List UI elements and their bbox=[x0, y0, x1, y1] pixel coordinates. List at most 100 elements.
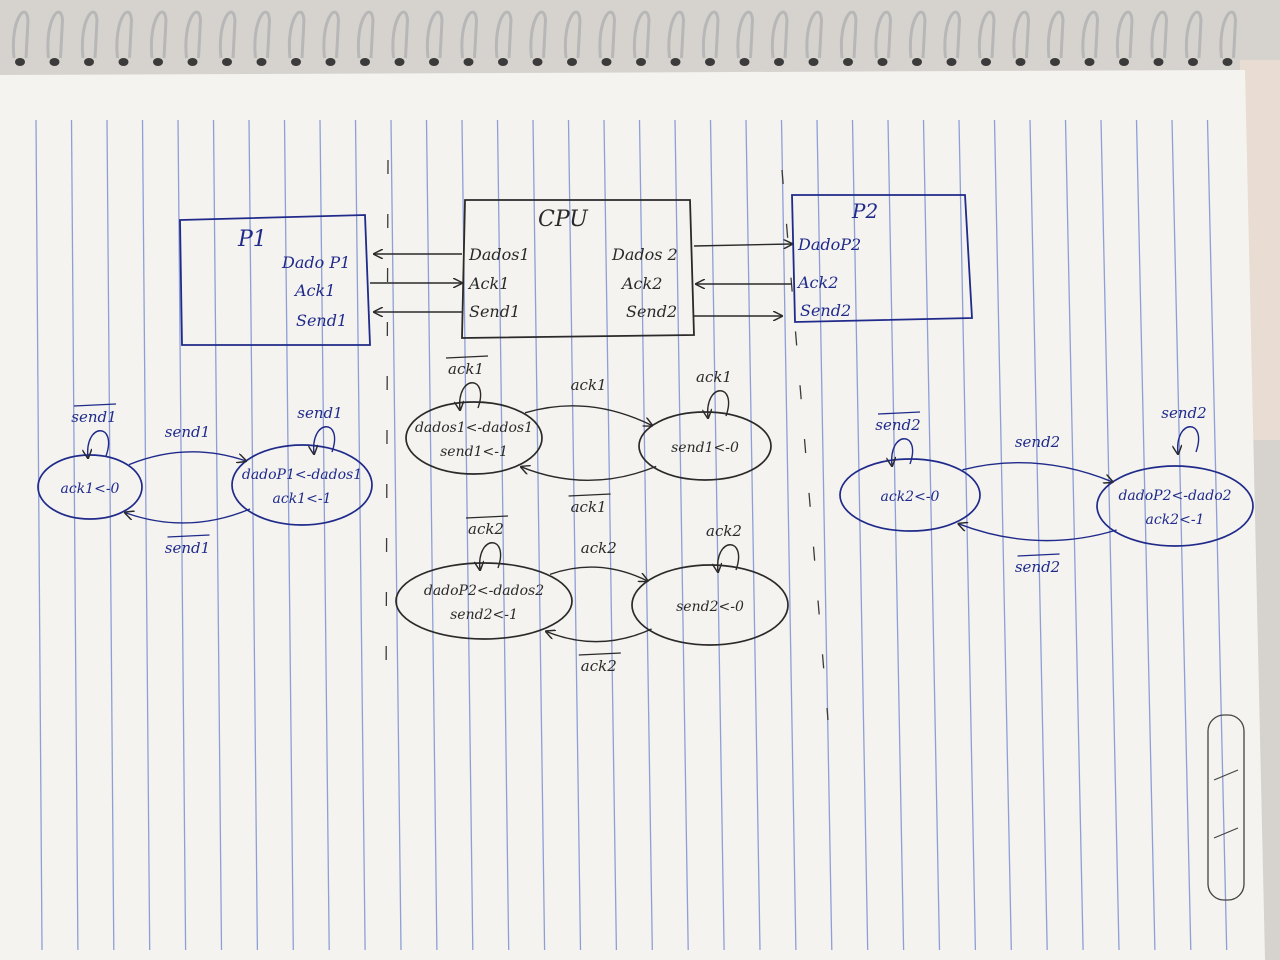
state-node bbox=[631, 564, 789, 646]
transition-label: send1 bbox=[71, 408, 116, 426]
spiral-hole bbox=[877, 58, 888, 66]
rule-line bbox=[354, 119, 366, 951]
transition-forward bbox=[524, 405, 652, 426]
rule-line bbox=[958, 119, 977, 951]
spiral-hole bbox=[256, 58, 267, 66]
spiral-hole bbox=[118, 58, 129, 66]
state-node bbox=[1096, 465, 1254, 547]
state-label: ack2<-0 bbox=[881, 489, 940, 505]
spiral-hole bbox=[808, 58, 819, 66]
cpu-port-send1: Send1 bbox=[469, 302, 520, 321]
rule-line bbox=[177, 119, 187, 951]
transition-forward bbox=[128, 451, 246, 466]
spiral-hole bbox=[463, 58, 474, 66]
spiral-ring bbox=[149, 10, 168, 59]
state-label: send2<-0 bbox=[676, 599, 744, 615]
rule-line bbox=[1100, 119, 1120, 951]
p2-port-dado: DadoP2 bbox=[797, 235, 861, 254]
p1-title: P1 bbox=[237, 227, 267, 252]
spiral-hole bbox=[705, 58, 715, 66]
transition-self-loop bbox=[314, 426, 336, 454]
spiral-hole bbox=[222, 58, 232, 66]
transition-label: send1 bbox=[297, 404, 342, 422]
spiral-ring bbox=[253, 10, 272, 59]
state-node bbox=[405, 401, 543, 475]
state-label: ack1<-0 bbox=[61, 481, 120, 497]
cpu-port-dados1: Dados1 bbox=[468, 245, 530, 264]
spiral-hole bbox=[1153, 58, 1164, 66]
spiral-ring bbox=[184, 10, 203, 59]
spiral-ring bbox=[1150, 10, 1169, 59]
cpu-port-ack1: Ack1 bbox=[467, 274, 509, 293]
state-node bbox=[839, 458, 981, 532]
rule-line bbox=[780, 119, 797, 951]
spiral-hole bbox=[360, 58, 370, 66]
p1-port-send: Send1 bbox=[296, 311, 347, 330]
rule-line bbox=[532, 119, 546, 951]
rule-line bbox=[1171, 119, 1192, 951]
spiral-ring bbox=[115, 10, 134, 59]
spiral-hole bbox=[187, 58, 198, 66]
transition-label: send2 bbox=[1015, 433, 1060, 451]
transition-self-loop bbox=[1178, 426, 1200, 454]
transition-self-loop bbox=[88, 430, 110, 458]
rule-line bbox=[638, 119, 653, 951]
state-label: ack1<-1 bbox=[273, 491, 332, 507]
rule-line bbox=[816, 119, 833, 951]
rule-line bbox=[106, 119, 115, 951]
block-cpu: CPU Dados1 Ack1 Send1 Dados 2 Ack2 Send2 bbox=[461, 199, 695, 339]
cpu-port-send2: Send2 bbox=[626, 302, 677, 321]
transition-label: ack1 bbox=[696, 368, 732, 386]
paper-sheet bbox=[0, 70, 1265, 960]
spiral-hole bbox=[394, 58, 405, 66]
rule-line bbox=[674, 119, 689, 951]
transition-label: ack2 bbox=[581, 657, 617, 675]
spiral-hole bbox=[774, 58, 784, 66]
rule-line bbox=[496, 119, 510, 951]
spiral-ring bbox=[770, 10, 789, 59]
overline bbox=[167, 534, 210, 538]
state-label: send1<-0 bbox=[671, 440, 739, 456]
spiral-ring bbox=[632, 10, 651, 59]
spiral-hole bbox=[291, 58, 301, 66]
rule-line bbox=[212, 119, 223, 951]
spiral-ring bbox=[943, 10, 962, 59]
rule-line bbox=[35, 119, 43, 951]
transition-self-loop bbox=[892, 438, 914, 466]
state-label: send1<-1 bbox=[440, 444, 508, 460]
spiral-hole bbox=[429, 58, 439, 66]
state-node bbox=[231, 444, 373, 526]
transition-back bbox=[125, 508, 251, 524]
spiral-hole bbox=[1050, 58, 1060, 66]
spiral-ring bbox=[563, 10, 582, 59]
spiral-ring bbox=[874, 10, 893, 59]
spiral-ring bbox=[11, 10, 30, 59]
fsm-p1: ack1<-0dadoP1<-dados1ack1<-1send1send1se… bbox=[37, 403, 373, 557]
spiral-ring bbox=[460, 10, 479, 59]
state-label: dadoP2<-dados2 bbox=[424, 583, 544, 599]
spiral-ring bbox=[46, 10, 65, 59]
transition-label: send1 bbox=[165, 423, 210, 441]
cpu-port-dados2: Dados 2 bbox=[611, 245, 678, 264]
p1-port-ack: Ack1 bbox=[293, 281, 335, 300]
transition-label: ack1 bbox=[571, 376, 607, 394]
transition-self-loop bbox=[708, 390, 730, 418]
rule-line bbox=[1206, 119, 1228, 951]
spiral-hole bbox=[946, 58, 957, 66]
p1-port-dado: Dado P1 bbox=[281, 253, 350, 272]
state-label: send2<-1 bbox=[450, 607, 518, 623]
separator-right bbox=[781, 169, 829, 721]
spiral-ring bbox=[1115, 10, 1134, 59]
rule-line bbox=[141, 119, 151, 951]
rule-line bbox=[1029, 119, 1048, 951]
rule-line bbox=[425, 119, 438, 951]
transition-self-loop bbox=[718, 544, 740, 572]
spiral-hole bbox=[1222, 58, 1233, 66]
spiral-ring bbox=[80, 10, 99, 59]
transition-self-loop bbox=[460, 382, 482, 410]
transition-forward bbox=[549, 566, 648, 581]
spiral-hole bbox=[670, 58, 681, 66]
